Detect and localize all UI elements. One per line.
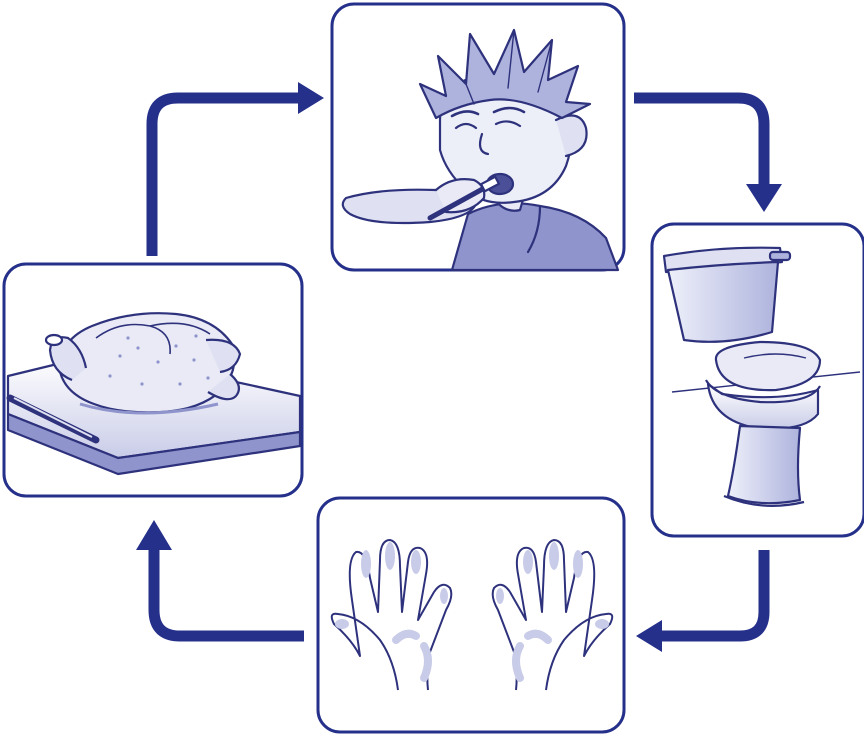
arrow-toilet-to-hands <box>636 550 764 652</box>
arrow-chicken-to-toothbrushing <box>152 82 324 256</box>
panel-hands <box>318 498 624 732</box>
arrow-hands-to-chicken <box>136 520 304 636</box>
panel-raw-chicken <box>4 264 302 496</box>
panel-toothbrushing <box>332 4 624 270</box>
panel-toilet <box>652 224 864 536</box>
arrow-toothbrushing-to-toilet <box>634 98 782 212</box>
